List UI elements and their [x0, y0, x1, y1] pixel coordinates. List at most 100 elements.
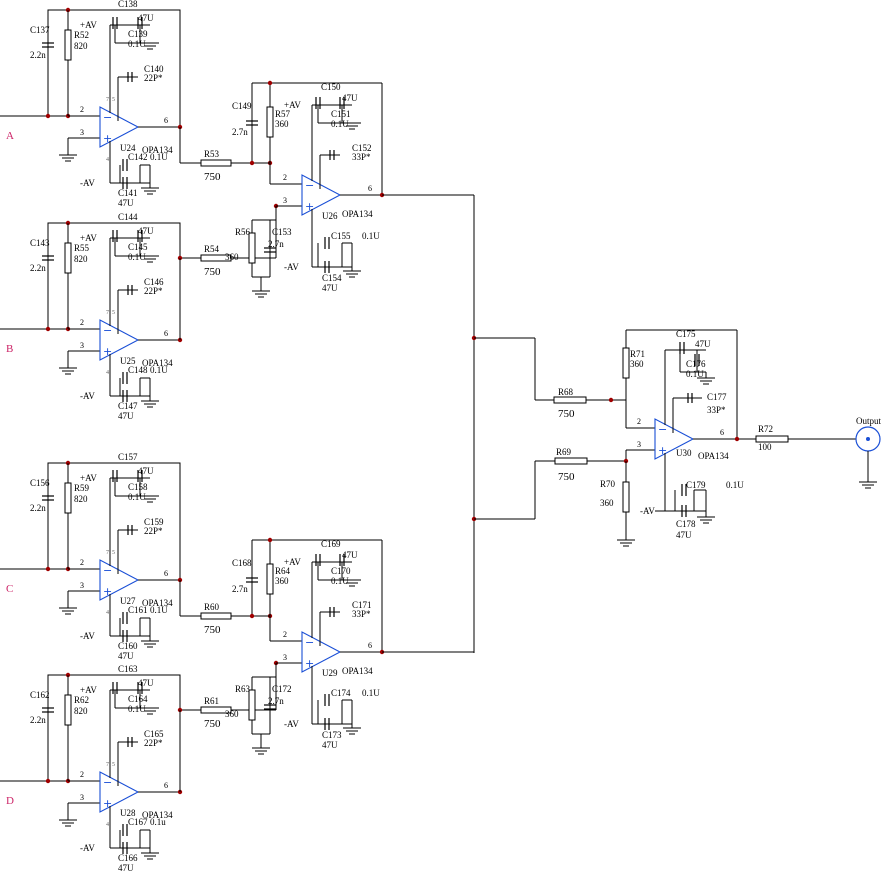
input-resistor-bottom-value: 750: [558, 471, 575, 483]
feedback-capacitor-value: 2.2n: [30, 263, 46, 273]
compensation-capacitor-ref: C165: [144, 729, 164, 739]
ground-symbol: [141, 640, 159, 648]
compensation-capacitor: [687, 393, 693, 403]
ground-symbol: [343, 727, 361, 735]
negative-ceramic-value: 0.1U: [150, 605, 168, 615]
minus-sign: −: [305, 636, 314, 649]
pin-noninv: 3: [283, 196, 287, 205]
ground-symbol: [59, 367, 77, 375]
ground-resistor: [248, 232, 256, 264]
opamp: −+: [301, 631, 342, 673]
ground-capacitor-value: 2.7n: [268, 239, 284, 249]
negative-ceramic-capacitor: [122, 612, 128, 624]
input-resistor-top-value: 750: [204, 624, 221, 636]
pin-noninv: 3: [80, 793, 84, 802]
pin-vp: 7: [106, 762, 109, 768]
positive-electrolytic-capacitor: [315, 97, 321, 109]
positive-ceramic-value: 0.1U: [128, 704, 146, 714]
plus-sign: +: [103, 132, 112, 145]
ground-symbol: [617, 539, 635, 547]
feedback-resistor: [64, 482, 72, 514]
positive-rail-label: +AV: [80, 20, 97, 30]
pin-out: 6: [164, 781, 168, 790]
input-resistor-top-ref: R68: [558, 387, 574, 397]
input-resistor-top: [200, 612, 232, 620]
ground-resistor-ref: R70: [600, 479, 616, 489]
compensation-capacitor-ref: C159: [144, 517, 164, 527]
input-resistor-bottom-value: 750: [204, 718, 221, 730]
opamp: −+: [654, 418, 695, 460]
ground-symbol: [141, 707, 159, 715]
positive-ceramic-ref: C139: [128, 29, 148, 39]
plus-sign: +: [305, 200, 314, 213]
feedback-capacitor-value: 2.7n: [232, 127, 248, 137]
positive-electrolytic-capacitor: [679, 342, 685, 354]
negative-ceramic-capacitor: [122, 372, 128, 384]
positive-electrolytic-ref: C144: [118, 212, 138, 222]
positive-ceramic-value: 0.1U: [128, 39, 146, 49]
positive-electrolytic-capacitor: [112, 682, 118, 694]
negative-electrolytic-value: 47U: [322, 283, 338, 293]
pin-inv: 2: [637, 417, 641, 426]
input-resistor-bottom-ref: R69: [556, 447, 572, 457]
compensation-capacitor: [127, 72, 133, 82]
pin-out: 6: [164, 569, 168, 578]
positive-rail-label: +AV: [80, 473, 97, 483]
positive-electrolytic-ref: C150: [321, 82, 341, 92]
positive-electrolytic-ref: C138: [118, 0, 138, 9]
ground-symbol: [343, 270, 361, 278]
feedback-capacitor-ref: C162: [30, 690, 50, 700]
positive-ceramic-ref: C145: [128, 242, 148, 252]
feedback-capacitor-ref: C137: [30, 25, 50, 35]
pin-vn: 4: [106, 157, 109, 163]
input-resistor-bottom-ref: R61: [204, 696, 219, 706]
ground-symbol: [252, 747, 270, 755]
pin-noninv: 3: [283, 653, 287, 662]
junction-dot: [45, 326, 51, 332]
pin-inv: 2: [283, 630, 287, 639]
positive-ceramic-value: 0.1U: [686, 369, 704, 379]
pin-out: 6: [368, 641, 372, 650]
pin-vp: 7: [106, 550, 109, 556]
positive-ceramic-capacitor: [339, 97, 345, 109]
negative-rail-label: -AV: [284, 719, 299, 729]
positive-ceramic-ref: C164: [128, 694, 148, 704]
feedback-capacitor-ref: C149: [232, 101, 252, 111]
positive-rail-label: +AV: [284, 557, 301, 567]
minus-sign: −: [658, 423, 667, 436]
positive-ceramic-capacitor: [137, 470, 143, 482]
negative-electrolytic-ref: C147: [118, 401, 138, 411]
pin-vp: 7: [106, 97, 109, 103]
compensation-capacitor-value: 33P*: [352, 609, 371, 619]
negative-ceramic-capacitor: [324, 694, 330, 706]
feedback-resistor-ref: R55: [74, 243, 90, 253]
opamp-part: OPA134: [342, 666, 373, 676]
negative-ceramic-capacitor: [122, 159, 128, 171]
compensation-capacitor-ref: C152: [352, 143, 372, 153]
negative-rail-label: -AV: [80, 178, 95, 188]
feedback-capacitor-value: 2.7n: [232, 584, 248, 594]
feedback-resistor: [64, 694, 72, 726]
junction-dot: [249, 160, 255, 166]
feedback-resistor-value: 820: [74, 706, 88, 716]
pin-out: 6: [368, 184, 372, 193]
pin-out: 6: [164, 116, 168, 125]
negative-electrolytic-capacitor: [122, 390, 128, 402]
opamp-ref: U24: [120, 143, 136, 153]
pin-inv: 2: [80, 105, 84, 114]
pin-vn: 4: [106, 822, 109, 828]
pin-inv: 2: [283, 173, 287, 182]
negative-rail-label: -AV: [80, 631, 95, 641]
feedback-resistor-ref: R64: [275, 566, 291, 576]
ground-resistor-value: 360: [600, 498, 614, 508]
plus-sign: +: [103, 797, 112, 810]
negative-electrolytic-value: 47U: [118, 863, 134, 873]
pin-noninv: 3: [80, 581, 84, 590]
compensation-capacitor-ref: C146: [144, 277, 164, 287]
mid-stage-U29: R60750R617502R64360C1682.7n3R63360C1722.…: [177, 537, 385, 792]
opamp: −+: [301, 174, 342, 216]
negative-electrolytic-capacitor: [324, 261, 330, 273]
